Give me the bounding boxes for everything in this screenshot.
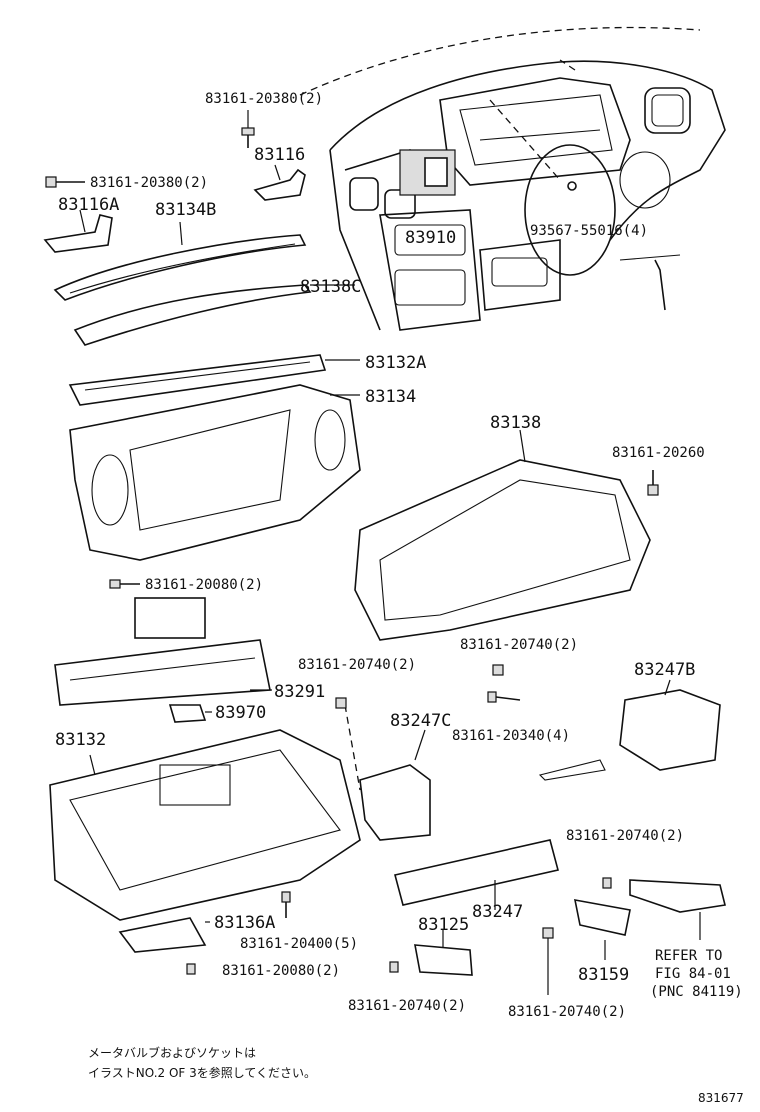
screw-83161-20080 xyxy=(109,579,140,589)
plate-83138C xyxy=(73,284,355,346)
screw-83161-20380-left xyxy=(45,176,85,188)
meter-83291 xyxy=(54,597,272,706)
label-p20: 83161-20340(4) xyxy=(452,728,570,744)
figure-number: 831677 xyxy=(698,1091,744,1105)
screw-83161-20380-top xyxy=(241,110,255,148)
label-p25: 83125 xyxy=(418,915,469,935)
lens-83132A xyxy=(68,354,360,406)
note-line-2: イラストNO.2 OF 3を参照してください。 xyxy=(88,1065,316,1080)
label-p24: 83161-20400(5) xyxy=(240,936,358,952)
screw-83161-20740-e xyxy=(542,927,554,995)
note-line-1: メータバルブおよびソケットは xyxy=(88,1045,256,1060)
screw-83161-20260 xyxy=(647,470,659,496)
label-p28: 83159 xyxy=(578,965,629,985)
panel-83138 xyxy=(354,429,651,641)
label-p19: 83247C xyxy=(390,711,451,731)
socket-83247C xyxy=(359,729,431,841)
label-p9: 83910 xyxy=(405,228,456,248)
label-p8: 83134 xyxy=(365,387,416,407)
label-p18: 83970 xyxy=(215,703,266,723)
label-p5: 83134B xyxy=(155,200,216,220)
bracket-83159 xyxy=(573,899,631,960)
cover-83134B xyxy=(53,221,307,301)
refer-line-1: REFER TO xyxy=(655,948,722,964)
refer-line-3: (PNC 84119) xyxy=(650,984,743,1000)
label-p21: 83132 xyxy=(55,730,106,750)
label-p27: 83161-20080(2) xyxy=(222,963,340,979)
label-p3: 83161-20380(2) xyxy=(90,175,208,191)
label-p26: 83247 xyxy=(472,902,523,922)
screw-83161-20740-d xyxy=(389,961,399,973)
cover-83136A xyxy=(118,917,210,953)
label-p14: 83161-20740(2) xyxy=(460,637,578,653)
housing-83134 xyxy=(69,384,361,561)
screw-83161-20740-c xyxy=(602,877,612,889)
label-p10: 93567-55016(4) xyxy=(530,223,648,239)
screw-83161-20400 xyxy=(281,891,291,918)
label-p17: 83291 xyxy=(274,682,325,702)
case-83132 xyxy=(49,729,361,921)
screw-83161-20080-b xyxy=(186,963,196,975)
label-p7: 83132A xyxy=(365,353,426,373)
label-p2: 83116 xyxy=(254,145,305,165)
sensor-83970 xyxy=(168,704,212,723)
label-p12: 83161-20260 xyxy=(612,445,705,461)
label-p13: 83161-20080(2) xyxy=(145,577,263,593)
refer-line-2: FIG 84-01 xyxy=(655,966,731,982)
bracket-83125 xyxy=(414,930,473,976)
label-p22: 83161-20740(2) xyxy=(566,828,684,844)
harness-84119 xyxy=(629,879,726,940)
label-p16: 83247B xyxy=(634,660,695,680)
screw-83161-20740-b xyxy=(492,664,504,676)
socket-bar-83247 xyxy=(394,839,559,910)
bracket-83116A xyxy=(43,209,113,253)
screw-83161-20340 xyxy=(487,691,521,703)
label-p6: 83138C xyxy=(300,277,361,297)
label-p23: 83136A xyxy=(214,913,275,933)
label-p1: 83161-20380(2) xyxy=(205,91,323,107)
dashboard-illustration xyxy=(299,26,726,331)
bracket-83116 xyxy=(253,164,306,201)
label-p4: 83116A xyxy=(58,195,119,215)
bracket-83247B xyxy=(538,679,721,781)
label-p11: 83138 xyxy=(490,413,541,433)
screw-83161-20740-a xyxy=(335,697,361,791)
label-p29: 83161-20740(2) xyxy=(348,998,466,1014)
label-p30: 83161-20740(2) xyxy=(508,1004,626,1020)
label-p15: 83161-20740(2) xyxy=(298,657,416,673)
vent-right xyxy=(644,87,691,134)
